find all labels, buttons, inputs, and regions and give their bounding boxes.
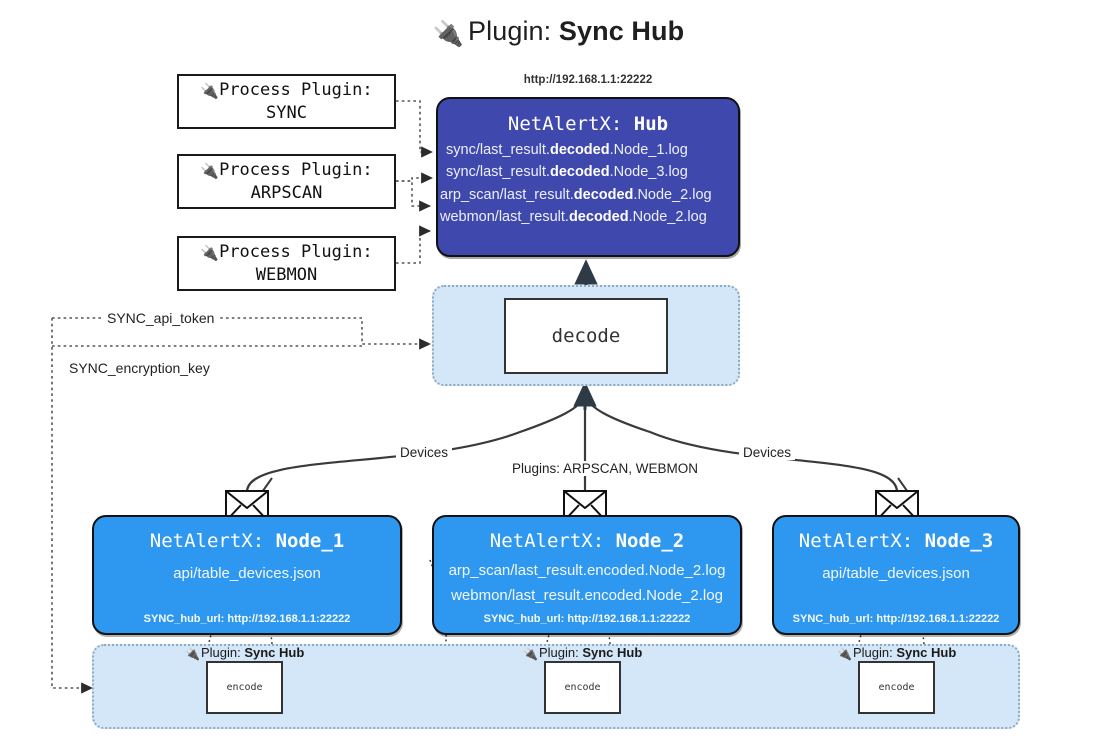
plug-icon: 🔌 [523, 647, 538, 661]
devices-label-left: Devices [396, 445, 453, 460]
plug-icon: 🔌 [200, 161, 220, 180]
sync-api-token-label: SYNC_api_token [104, 310, 218, 326]
encode-box-3[interactable]: encode [858, 661, 935, 714]
node-2[interactable]: NetAlertX: Node_2 arp_scan/last_result.e… [432, 515, 742, 635]
process-plugin-name: ARPSCAN [250, 182, 323, 203]
plugins-label-center: Plugins: ARPSCAN, WEBMON [508, 461, 703, 476]
node-title: NetAlertX: Node_3 [798, 530, 994, 552]
plug-icon: 🔌 [200, 243, 220, 262]
hub-title-name: Hub [633, 113, 669, 135]
hub-log-1: sync/last_result.decoded.Node_1.log [446, 141, 688, 158]
encode-plugin-label-1: 🔌Plugin: Sync Hub [185, 645, 305, 661]
node-hub-url: SYNC_hub_url: http://192.168.1.1:22222 [483, 613, 691, 625]
encode-label: encode [878, 682, 915, 693]
plug-icon: 🔌 [432, 20, 465, 48]
title-prefix: Plugin: [468, 16, 552, 46]
process-plugin-label: Process Plugin: [219, 159, 373, 180]
encode-box-1[interactable]: encode [206, 661, 283, 714]
devices-label-right: Devices [739, 445, 796, 460]
node-1[interactable]: NetAlertX: Node_1 api/table_devices.json… [92, 515, 402, 635]
plug-icon: 🔌 [185, 647, 200, 661]
hub-title-prefix: NetAlertX: [507, 113, 623, 135]
hub-url: http://192.168.1.1:22222 [523, 74, 653, 86]
encode-plugin-label-2: 🔌Plugin: Sync Hub [523, 645, 643, 661]
hub-node[interactable]: NetAlertX: Hub sync/last_result.decoded.… [436, 97, 740, 257]
node-title: NetAlertX: Node_2 [489, 530, 685, 552]
process-plugin-name: WEBMON [255, 264, 318, 285]
hub-log-3: arp_scan/last_result.decoded.Node_2.log [440, 186, 712, 203]
encode-box-2[interactable]: encode [544, 661, 621, 714]
encode-label: encode [226, 682, 263, 693]
decode-label: decode [551, 325, 621, 347]
process-plugin-sync[interactable]: 🔌Process Plugin: SYNC [177, 74, 396, 129]
process-plugin-label: Process Plugin: [219, 241, 373, 262]
decode-box[interactable]: decode [504, 298, 668, 374]
encode-plugin-label-3: 🔌Plugin: Sync Hub [837, 645, 957, 661]
page-title: 🔌Plugin: Sync Hub [0, 16, 1117, 49]
hub-log-4: webmon/last_result.decoded.Node_2.log [440, 209, 707, 225]
node-line: webmon/last_result.encoded.Node_2.log [451, 587, 723, 604]
sync-encryption-key-label: SYNC_encryption_key [66, 360, 213, 376]
title-name: Sync Hub [558, 16, 685, 46]
node-line: arp_scan/last_result.encoded.Node_2.log [448, 562, 726, 579]
node-title: NetAlertX: Node_1 [149, 530, 345, 552]
node-3[interactable]: NetAlertX: Node_3 api/table_devices.json… [772, 515, 1020, 635]
hub-log-2: sync/last_result.decoded.Node_3.log [446, 164, 688, 180]
hub-title: NetAlertX: Hub [438, 113, 738, 135]
process-plugin-arpscan[interactable]: 🔌Process Plugin: ARPSCAN [177, 154, 396, 209]
node-line: api/table_devices.json [822, 565, 970, 582]
plug-icon: 🔌 [200, 81, 220, 100]
node-hub-url: SYNC_hub_url: http://192.168.1.1:22222 [792, 613, 1000, 625]
node-hub-url: SYNC_hub_url: http://192.168.1.1:22222 [143, 613, 351, 625]
process-plugin-name: SYNC [266, 102, 307, 123]
process-plugin-label: Process Plugin: [219, 79, 373, 100]
encode-label: encode [564, 682, 601, 693]
process-plugin-webmon[interactable]: 🔌Process Plugin: WEBMON [177, 236, 396, 291]
node-line: api/table_devices.json [173, 565, 321, 582]
plug-icon: 🔌 [837, 647, 852, 661]
